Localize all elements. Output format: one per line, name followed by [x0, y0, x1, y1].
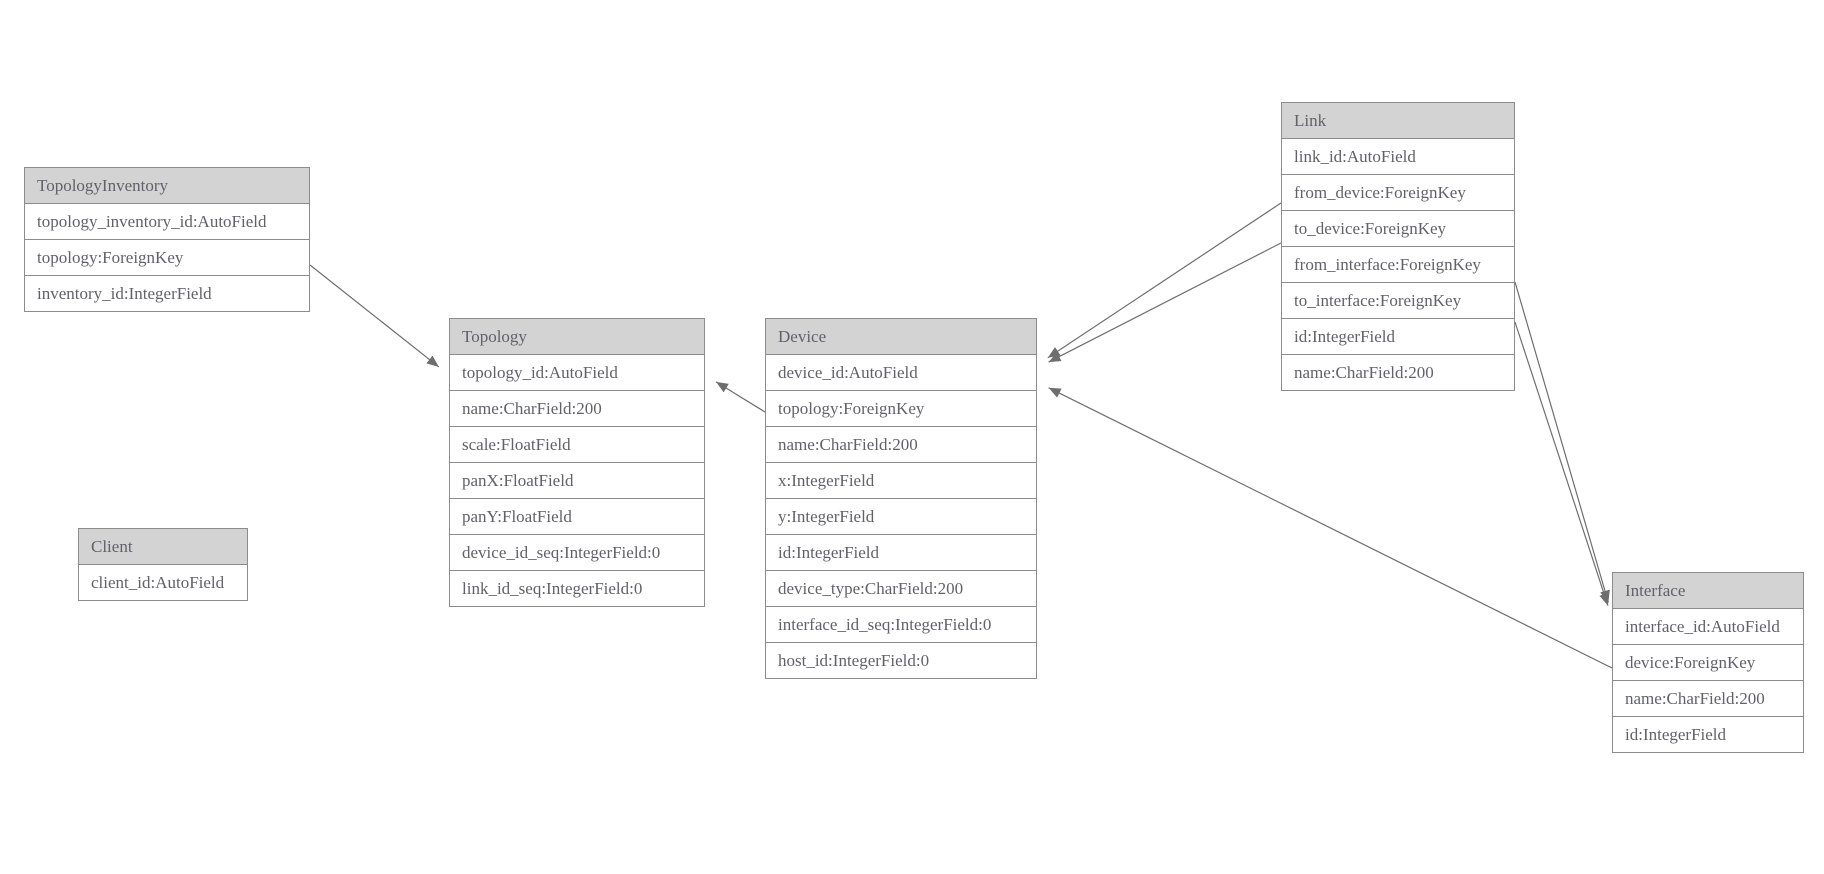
entity-field[interactable]: link_id_seq:IntegerField:0: [450, 571, 704, 606]
entity-field[interactable]: to_device:ForeignKey: [1282, 211, 1514, 247]
entity-title-link: Link: [1282, 103, 1514, 139]
entity-field[interactable]: to_interface:ForeignKey: [1282, 283, 1514, 319]
entity-field[interactable]: y:IntegerField: [766, 499, 1036, 535]
entity-field[interactable]: device_type:CharField:200: [766, 571, 1036, 607]
entity-field[interactable]: id:IntegerField: [1613, 717, 1803, 752]
entity-field[interactable]: panX:FloatField: [450, 463, 704, 499]
entity-field[interactable]: topology_inventory_id:AutoField: [25, 204, 309, 240]
entity-field[interactable]: client_id:AutoField: [79, 565, 247, 600]
relation-link-from_device[interactable]: [1047, 202, 1282, 359]
relation-interface-device[interactable]: [1048, 387, 1613, 669]
entity-field[interactable]: topology:ForeignKey: [766, 391, 1036, 427]
entity-field[interactable]: panY:FloatField: [450, 499, 704, 535]
entity-field[interactable]: topology:ForeignKey: [25, 240, 309, 276]
entity-field[interactable]: from_interface:ForeignKey: [1282, 247, 1514, 283]
entity-field[interactable]: inventory_id:IntegerField: [25, 276, 309, 311]
entity-field[interactable]: link_id:AutoField: [1282, 139, 1514, 175]
entity-field[interactable]: id:IntegerField: [1282, 319, 1514, 355]
entity-title-topology: Topology: [450, 319, 704, 355]
relation-device-topology[interactable]: [715, 381, 766, 413]
entity-field[interactable]: device:ForeignKey: [1613, 645, 1803, 681]
entity-field[interactable]: name:CharField:200: [1282, 355, 1514, 390]
entity-field[interactable]: device_id:AutoField: [766, 355, 1036, 391]
entity-title-device: Device: [766, 319, 1036, 355]
entity-field[interactable]: interface_id:AutoField: [1613, 609, 1803, 645]
entity-field[interactable]: id:IntegerField: [766, 535, 1036, 571]
entity-field[interactable]: name:CharField:200: [1613, 681, 1803, 717]
entity-field[interactable]: scale:FloatField: [450, 427, 704, 463]
entity-field[interactable]: device_id_seq:IntegerField:0: [450, 535, 704, 571]
relation-link-to_device[interactable]: [1048, 242, 1282, 363]
entity-field[interactable]: from_device:ForeignKey: [1282, 175, 1514, 211]
entity-title-client: Client: [79, 529, 247, 565]
entity-field[interactable]: name:CharField:200: [766, 427, 1036, 463]
entity-field[interactable]: name:CharField:200: [450, 391, 704, 427]
relation-link-from_interface[interactable]: [1514, 281, 1610, 603]
entity-field[interactable]: topology_id:AutoField: [450, 355, 704, 391]
entity-field[interactable]: host_id:IntegerField:0: [766, 643, 1036, 678]
entity-field[interactable]: x:IntegerField: [766, 463, 1036, 499]
entity-title-interface: Interface: [1613, 573, 1803, 609]
relation-topology_inventory-topology[interactable]: [309, 264, 440, 368]
entity-field[interactable]: interface_id_seq:IntegerField:0: [766, 607, 1036, 643]
relation-link-to_interface[interactable]: [1514, 321, 1609, 606]
entity-title-topology_inventory: TopologyInventory: [25, 168, 309, 204]
